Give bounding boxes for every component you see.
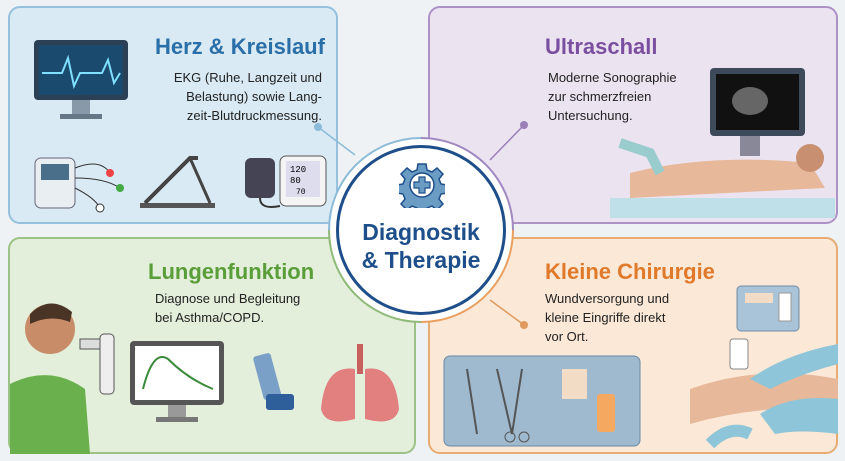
center-title-line2: & Therapie bbox=[361, 247, 481, 273]
desc-line: zur schmerzfreien bbox=[548, 89, 652, 104]
gear-medical-cross-icon bbox=[399, 163, 445, 208]
desc-line: vor Ort. bbox=[545, 329, 589, 344]
wound-care-hands-icon bbox=[690, 338, 838, 449]
bp-pulse: 70 bbox=[296, 188, 306, 197]
ultrasound-scene-icon bbox=[610, 68, 835, 218]
spirometry-patient-icon bbox=[10, 303, 115, 454]
surgical-instrument-tray-icon bbox=[443, 355, 641, 447]
panel-heart-circulation: Herz & Kreislauf EKG (Ruhe, Langzeit und… bbox=[8, 6, 338, 224]
panel-title: Ultraschall bbox=[545, 34, 658, 59]
desc-line: kleine Eingriffe direkt bbox=[545, 310, 666, 325]
panel-title: Herz & Kreislauf bbox=[155, 34, 325, 59]
desc-line: EKG (Ruhe, Langzeit und bbox=[173, 70, 322, 85]
center-badge: Diagnostik & Therapie bbox=[336, 145, 506, 315]
treadmill-icon bbox=[140, 156, 215, 208]
panel-ultrasound: Ultraschall Moderne Sonographie zur schm… bbox=[428, 6, 838, 224]
panel-minor-surgery: Kleine Chirurgie Wundversorgung und klei… bbox=[428, 237, 838, 454]
spirometer-monitor-icon bbox=[130, 341, 224, 422]
inhaler-icon bbox=[253, 353, 294, 410]
desc-line: Wundversorgung und bbox=[545, 291, 670, 306]
panel-title: Kleine Chirurgie bbox=[545, 259, 715, 284]
panel-title: Lungenfunktion bbox=[148, 259, 315, 284]
desc-line: bei Asthma/COPD. bbox=[155, 310, 265, 325]
center-title-line1: Diagnostik bbox=[362, 219, 480, 245]
desc-line: zeit-Blutdruckmessung. bbox=[186, 108, 322, 123]
bp-sys: 120 bbox=[290, 165, 306, 175]
bp-dia: 80 bbox=[290, 176, 301, 186]
desc-line: Moderne Sonographie bbox=[548, 70, 677, 85]
desc-line: Diagnose und Begleitung bbox=[155, 291, 301, 306]
panel-lung-function: Lungenfunktion Diagnose und Begleitung b… bbox=[8, 237, 416, 454]
wound-dressing-tray-icon bbox=[736, 285, 800, 332]
lungs-icon bbox=[321, 344, 399, 422]
desc-line: Belastung) sowie Lang- bbox=[186, 89, 322, 104]
ecg-monitor-icon bbox=[34, 40, 128, 119]
desc-line: Untersuchung. bbox=[548, 108, 633, 123]
holter-ecg-icon bbox=[34, 157, 124, 213]
